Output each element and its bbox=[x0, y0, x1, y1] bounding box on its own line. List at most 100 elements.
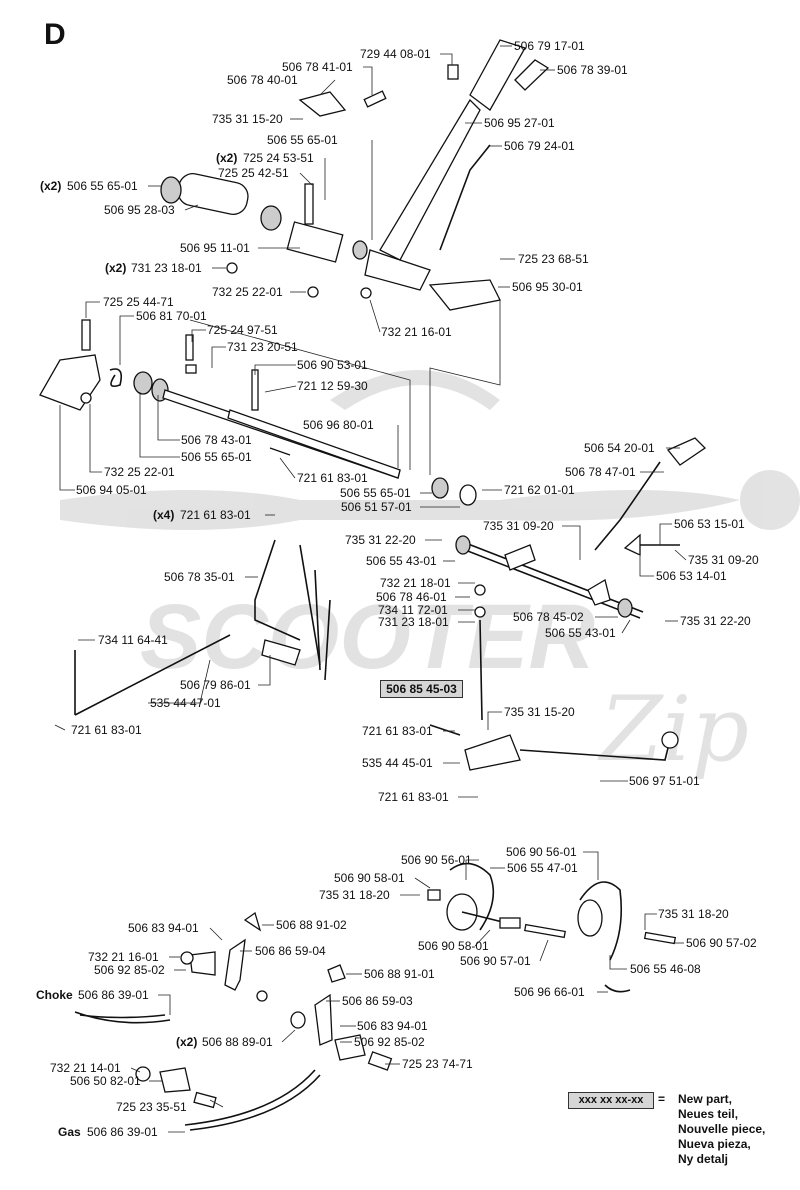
part-label: 721 62 01-01 bbox=[504, 483, 575, 497]
part-label: 506 55 65-01 bbox=[267, 133, 338, 147]
leader-lines bbox=[54, 45, 687, 1133]
part-label: 506 78 43-01 bbox=[181, 433, 252, 447]
legend-equals: = bbox=[658, 1092, 666, 1106]
part-label: 721 61 83-01 bbox=[71, 723, 142, 737]
shaft-assembly bbox=[74, 437, 707, 771]
part-label: 735 31 09-20 bbox=[688, 553, 759, 567]
quantity-label: (x2) bbox=[105, 261, 126, 275]
part-label: 732 21 16-01 bbox=[88, 950, 159, 964]
part-label: 732 21 14-01 bbox=[50, 1061, 121, 1075]
part-label: 725 24 97-51 bbox=[207, 323, 278, 337]
legend-line: New part, bbox=[678, 1092, 733, 1106]
part-label: 725 23 35-51 bbox=[116, 1100, 187, 1114]
part-label: 734 11 72-01 bbox=[378, 603, 448, 617]
part-label: 535 44 45-01 bbox=[362, 756, 433, 770]
part-label: 731 23 18-01 bbox=[131, 261, 202, 275]
legend-line: Neues teil, bbox=[678, 1107, 739, 1121]
quantity-label: (x2) bbox=[176, 1035, 197, 1049]
part-label: 506 96 66-01 bbox=[514, 985, 585, 999]
part-label: 725 25 44-71 bbox=[103, 295, 174, 309]
part-label: 721 61 83-01 bbox=[180, 508, 251, 522]
part-label: 732 25 22-01 bbox=[212, 285, 283, 299]
part-label: 506 78 47-01 bbox=[565, 465, 636, 479]
part-label: 535 44 47-01 bbox=[150, 696, 221, 710]
part-label: 735 31 09-20 bbox=[483, 519, 554, 533]
cable-assembly bbox=[74, 862, 677, 1131]
choke-label: Choke bbox=[36, 988, 73, 1002]
part-label: 506 51 57-01 bbox=[341, 500, 412, 514]
part-label: 506 78 35-01 bbox=[164, 570, 235, 584]
legend-sample: xxx xx xx-xx bbox=[568, 1092, 654, 1109]
pivot-group bbox=[39, 319, 401, 479]
part-label: 506 92 85-02 bbox=[354, 1035, 425, 1049]
part-label: 506 55 43-01 bbox=[545, 626, 616, 640]
part-label: 506 78 45-02 bbox=[513, 610, 584, 624]
part-label: 506 97 51-01 bbox=[629, 774, 700, 788]
part-label: 731 23 20-51 bbox=[227, 340, 298, 354]
part-label: 506 86 59-03 bbox=[342, 994, 413, 1008]
part-label: 506 54 20-01 bbox=[584, 441, 655, 455]
part-label: 506 53 14-01 bbox=[656, 569, 727, 583]
part-label: 506 95 28-03 bbox=[104, 203, 175, 217]
part-label: 506 96 80-01 bbox=[303, 418, 374, 432]
part-label: 721 12 59-30 bbox=[297, 379, 368, 393]
highlighted-part-number: 506 85 45-03 bbox=[380, 680, 463, 698]
part-label: 506 90 56-01 bbox=[401, 853, 472, 867]
part-labels: 729 44 08-01 506 79 17-01 506 78 41-01 5… bbox=[36, 39, 759, 1139]
legend-line: Ny detalj bbox=[678, 1152, 729, 1166]
part-label: 735 31 18-20 bbox=[658, 907, 729, 921]
connector-lines bbox=[189, 300, 501, 475]
part-label: 506 78 39-01 bbox=[557, 63, 628, 77]
part-label: 506 55 43-01 bbox=[366, 554, 437, 568]
part-label: 506 53 15-01 bbox=[674, 517, 745, 531]
part-label: 506 55 65-01 bbox=[67, 179, 138, 193]
part-label: 506 81 70-01 bbox=[136, 309, 207, 323]
part-label: 732 21 16-01 bbox=[381, 325, 452, 339]
part-label: 735 31 18-20 bbox=[319, 888, 390, 902]
part-label: 506 90 57-01 bbox=[460, 954, 531, 968]
part-label: 721 61 83-01 bbox=[378, 790, 449, 804]
part-label: 506 78 41-01 bbox=[282, 60, 353, 74]
gas-label: Gas bbox=[58, 1125, 81, 1139]
quantity-label: (x2) bbox=[216, 151, 237, 165]
part-label: 506 50 82-01 bbox=[70, 1074, 141, 1088]
part-label: 506 90 58-01 bbox=[418, 939, 489, 953]
part-label: 506 92 85-02 bbox=[94, 963, 165, 977]
part-label: 731 23 18-01 bbox=[378, 615, 449, 629]
part-label: 725 23 68-51 bbox=[518, 252, 589, 266]
part-label: 734 11 64-41 bbox=[98, 633, 168, 647]
part-label: 506 86 39-01 bbox=[78, 988, 149, 1002]
legend-line: Nouvelle piece, bbox=[678, 1122, 766, 1136]
section-letter: D bbox=[44, 18, 66, 51]
part-label: 506 79 17-01 bbox=[514, 39, 585, 53]
part-label: 506 86 39-01 bbox=[87, 1125, 158, 1139]
part-label: 732 25 22-01 bbox=[104, 465, 175, 479]
watermark-script: Zip bbox=[597, 677, 749, 782]
part-label: 506 95 11-01 bbox=[180, 241, 250, 255]
legend-line: Nueva pieza, bbox=[678, 1137, 751, 1151]
part-label: 735 31 22-20 bbox=[345, 533, 416, 547]
part-label: 725 23 74-71 bbox=[402, 1057, 473, 1071]
part-label: 721 61 83-01 bbox=[362, 724, 433, 738]
part-label: 506 83 94-01 bbox=[357, 1019, 428, 1033]
part-label: 506 78 40-01 bbox=[227, 73, 298, 87]
part-label: 506 95 30-01 bbox=[512, 280, 583, 294]
part-label: 721 61 83-01 bbox=[297, 471, 368, 485]
part-label: 735 31 22-20 bbox=[680, 614, 751, 628]
part-label: 506 55 46-08 bbox=[630, 962, 701, 976]
watermark-text: SCOOTER bbox=[140, 586, 595, 688]
part-label: 725 25 42-51 bbox=[218, 166, 289, 180]
part-label: 506 88 91-02 bbox=[276, 918, 347, 932]
part-label: 735 31 15-20 bbox=[504, 705, 575, 719]
part-label: 506 79 86-01 bbox=[180, 678, 251, 692]
part-label: 506 88 91-01 bbox=[364, 967, 435, 981]
part-label: 506 94 05-01 bbox=[76, 483, 147, 497]
part-label: 729 44 08-01 bbox=[360, 47, 431, 61]
part-label: 506 79 24-01 bbox=[504, 139, 575, 153]
part-label: 506 95 27-01 bbox=[484, 116, 555, 130]
part-label: 506 55 65-01 bbox=[181, 450, 252, 464]
quantity-label: (x2) bbox=[40, 179, 61, 193]
part-label: 506 88 89-01 bbox=[202, 1035, 273, 1049]
part-label: 506 90 56-01 bbox=[506, 845, 577, 859]
